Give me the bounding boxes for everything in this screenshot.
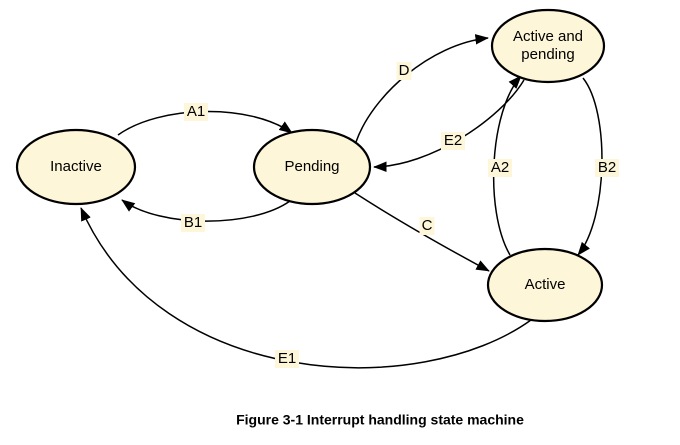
edge-label-b2: B2: [595, 159, 619, 177]
state-label-pending: Pending: [284, 158, 339, 175]
edge-e1: [80, 207, 532, 369]
state-ellipse-inactive: [15, 128, 137, 206]
edge-label-bg-b1: [181, 214, 205, 232]
edge-label-d: D: [396, 62, 412, 80]
figure-caption: Figure 3-1 Interrupt handling state mach…: [236, 412, 524, 428]
state-label-inactive: Inactive: [50, 158, 102, 175]
edge-label-bg-e1: [275, 350, 299, 368]
edge-label-text-c: C: [422, 217, 433, 234]
edge-label-bg-a1: [184, 103, 208, 121]
edge-label-text-b2: B2: [598, 159, 616, 176]
edge-label-a2: A2: [488, 159, 512, 177]
edge-label-e1: E1: [275, 350, 299, 368]
edge-b1: [121, 199, 291, 222]
edge-label-text-e2: E2: [444, 132, 462, 149]
edge-e2: [373, 79, 525, 173]
edge-label-text-b1: B1: [184, 214, 202, 231]
state-label-active-and-pending: Active and: [513, 28, 583, 45]
state-ellipse-pending: [252, 128, 372, 206]
edge-label-bg-d: [396, 62, 412, 80]
edge-label-c: C: [419, 217, 435, 235]
state-ellipse-active: [486, 247, 604, 323]
edge-label-text-a2: A2: [491, 159, 509, 176]
edge-label-bg-e2: [441, 132, 465, 150]
edge-label-bg-a2: [488, 159, 512, 177]
edge-d: [355, 34, 489, 143]
state-node-pending[interactable]: Pending: [252, 128, 372, 206]
edge-label-text-e1: E1: [278, 350, 296, 367]
edge-label-e2: E2: [441, 132, 465, 150]
edge-label-text-d: D: [399, 62, 410, 79]
state-node-active[interactable]: Active: [486, 247, 604, 323]
state-ellipse-active-and-pending: [490, 8, 606, 84]
edge-label-b1: B1: [181, 214, 205, 232]
state-label-active-and-pending: pending: [521, 46, 574, 63]
state-node-inactive[interactable]: Inactive: [15, 128, 137, 206]
edge-label-a1: A1: [184, 103, 208, 121]
edge-label-bg-b2: [595, 159, 619, 177]
edge-label-text-a1: A1: [187, 103, 205, 120]
state-label-active: Active: [525, 276, 566, 293]
edge-label-bg-c: [419, 217, 435, 235]
